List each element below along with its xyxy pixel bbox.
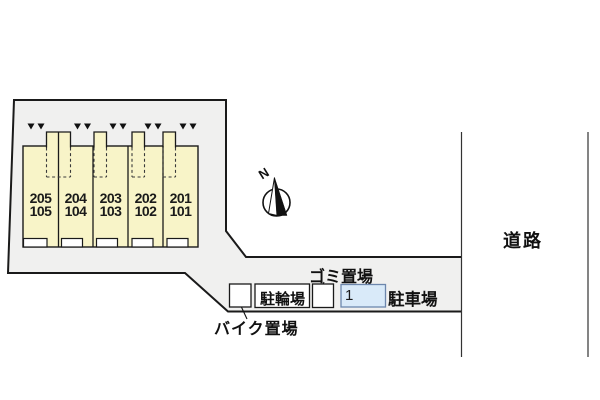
unit-upper: 202 (134, 190, 157, 206)
unit-upper: 203 (99, 190, 122, 206)
balcony-notch (60, 237, 84, 248)
unit-lower: 104 (64, 202, 87, 219)
direction-marker-icon (27, 123, 35, 130)
balcony-notch (166, 237, 189, 248)
unit-upper: 205 (29, 190, 52, 206)
direction-marker-icon (37, 123, 45, 130)
unit-upper: 204 (64, 190, 87, 206)
direction-marker-icon (84, 123, 91, 130)
unit-divider (57, 132, 164, 247)
direction-marker-icon (179, 123, 187, 130)
unit-lower: 102 (134, 202, 157, 219)
unit-lower: 105 (29, 202, 52, 219)
balcony-notch (131, 237, 154, 248)
compass (262, 177, 291, 217)
direction-marker-icon (119, 123, 127, 130)
road-label: 道路 (503, 231, 543, 251)
unit-lower: 103 (99, 202, 122, 219)
direction-marker-icon (154, 123, 162, 130)
car-parking-label: 駐車場 (388, 291, 438, 309)
compass-needle-black (274, 177, 288, 216)
unit-lower: 101 (169, 202, 192, 219)
direction-marker-icon (74, 123, 81, 130)
bicycle-parking-label: 駐輪場 (259, 291, 305, 308)
balcony-notches (22, 237, 189, 248)
entrance-porch (94, 132, 107, 148)
entrance-porch (132, 132, 145, 148)
parking-space-1-box (340, 283, 387, 308)
site-boundary-outline (6, 99, 462, 313)
porch-dashed-outline (45, 147, 177, 178)
direction-markers (27, 123, 197, 130)
parking-space-number: 1 (345, 287, 354, 304)
building-footprint (22, 145, 199, 248)
bike-storage-box (228, 283, 252, 308)
bicycle-parking-box (254, 283, 311, 309)
entrance-porch (163, 132, 176, 148)
garbage-area-label: ゴミ置場 (309, 269, 374, 286)
entrance-porch-outline (45, 131, 177, 148)
direction-marker-icon (189, 123, 197, 130)
balcony-notch (22, 237, 48, 248)
direction-marker-icon (109, 123, 117, 130)
bike-storage-label: バイク置場 (214, 321, 299, 338)
direction-marker-icon (144, 123, 152, 130)
unit-upper: 201 (169, 190, 192, 206)
garbage-box (311, 283, 335, 309)
balcony-notch (95, 237, 119, 248)
